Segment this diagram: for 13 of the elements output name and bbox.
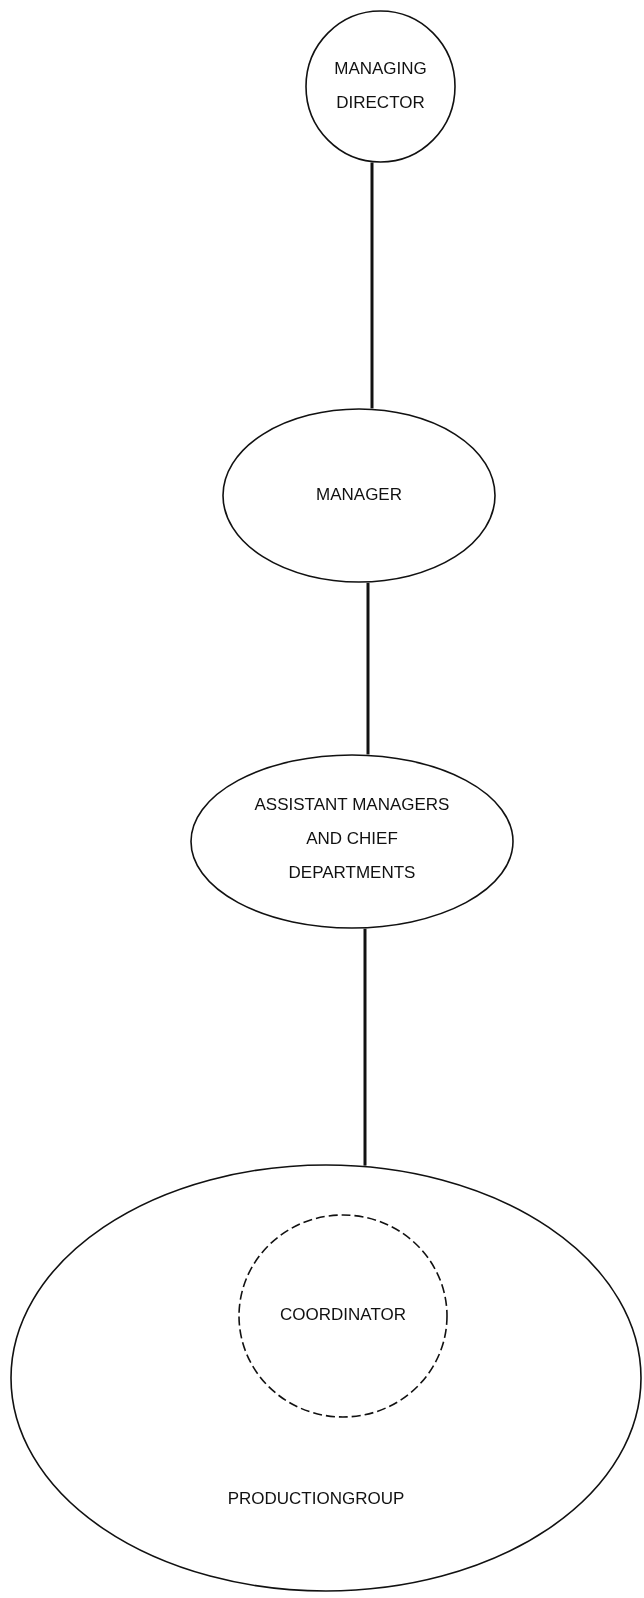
connector-line [363,928,367,1166]
oval-node [222,408,496,583]
oval-node [190,754,514,929]
oval-node [305,10,456,163]
dashed-circle-node [238,1214,448,1418]
connector-line [370,162,374,409]
node-label: MANAGING DIRECTOR [333,58,428,114]
node-label: ASSISTANT MANAGERS AND CHIEF DEPARTMENTS [254,794,450,884]
node-label: COORDINATOR [279,1304,407,1326]
connector-line [366,582,370,755]
node-label: MANAGER [315,484,403,506]
node-label: PRODUCTIONGROUP [226,1488,406,1510]
oval-node [10,1164,642,1592]
